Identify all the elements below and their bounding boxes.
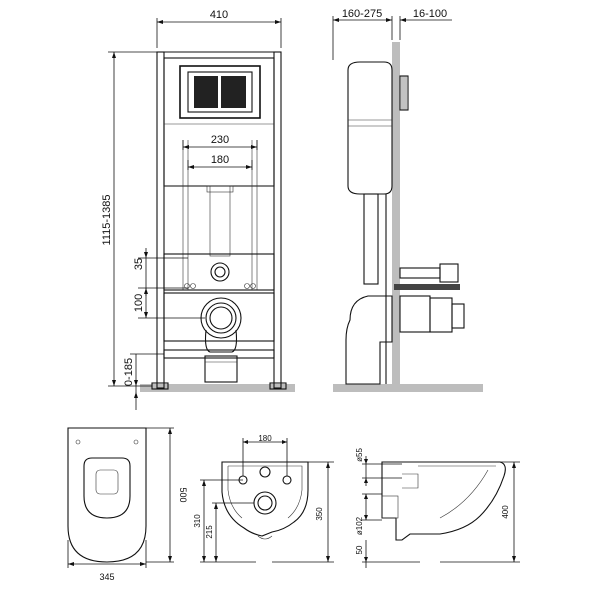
back-height-310-label: 310 xyxy=(193,514,202,528)
bowl-side-outline xyxy=(381,461,506,541)
side-dia-102-label: ø102 xyxy=(355,516,364,535)
bowl-width-label: 345 xyxy=(99,572,114,582)
flush-pipe xyxy=(209,185,231,257)
side-drain-connector xyxy=(399,295,431,333)
back-bolt-spacing-label: 180 xyxy=(258,434,272,443)
crossbar-bottom xyxy=(163,349,275,359)
side-cistern xyxy=(347,61,393,195)
back-inlet xyxy=(259,466,271,478)
bowl-water-surface xyxy=(95,469,119,495)
drain-middle xyxy=(205,302,237,334)
back-drain-inner xyxy=(257,495,273,511)
inlet-outer xyxy=(210,262,230,282)
flush-button-small xyxy=(221,76,246,108)
side-inlet-fitting xyxy=(439,263,459,283)
bowl-top-view: 345 500 xyxy=(67,427,188,582)
bowl-back-view: 180 310 215 350 xyxy=(193,434,334,563)
crossbar-upper xyxy=(163,253,275,291)
side-wall-label: 16-100 xyxy=(413,8,447,20)
floor-strip xyxy=(140,384,295,392)
offset-100-label: 100 xyxy=(133,294,145,312)
bowl-seat-opening xyxy=(83,457,131,519)
drain-elbow xyxy=(204,355,238,383)
side-view: 160-275 16-100 xyxy=(332,8,483,392)
offset-35-label: 35 xyxy=(133,258,145,270)
crossbar-lower xyxy=(163,292,275,342)
back-height-215-label: 215 xyxy=(205,525,214,539)
inner-width-label: 180 xyxy=(211,154,229,166)
side-depth-label: 160-275 xyxy=(342,8,382,20)
flush-button-large xyxy=(194,76,218,108)
frame-height-label: 1115-1385 xyxy=(101,195,113,246)
back-bolt-right xyxy=(282,475,292,485)
floor-offset-label: 0-185 xyxy=(123,358,135,386)
flush-plate xyxy=(179,65,261,119)
side-drain-end xyxy=(451,303,465,329)
side-drain-elbow xyxy=(345,295,393,385)
side-offset-50-label: 50 xyxy=(355,545,364,554)
side-inlet-pipe xyxy=(399,267,441,279)
plate-width-label: 230 xyxy=(211,134,229,146)
back-drain-outer xyxy=(253,491,277,515)
side-mounting-rod xyxy=(394,284,460,290)
frame-right-foot xyxy=(269,382,287,390)
front-width-label: 410 xyxy=(210,9,228,21)
back-height-350-label: 350 xyxy=(315,507,324,521)
side-drain-flange xyxy=(429,297,453,333)
flush-plate-inner xyxy=(187,71,253,113)
bowl-length-label: 500 xyxy=(178,487,188,502)
side-floor xyxy=(333,384,483,392)
bowl-top-outline xyxy=(67,427,147,563)
bowl-side-outlet xyxy=(381,495,399,519)
drain-inner xyxy=(209,306,233,330)
side-height-400-label: 400 xyxy=(501,505,510,519)
inlet-inner xyxy=(214,266,226,278)
front-view: 410 230 180 1115-1385 35 100 0 xyxy=(101,9,295,410)
side-flush-pipe xyxy=(363,193,379,285)
drain-outer xyxy=(200,297,242,339)
bowl-back-outline xyxy=(221,461,309,537)
frame-left-post xyxy=(156,51,165,389)
side-dia-55-label: ø55 xyxy=(355,448,364,462)
bowl-side-view: ø55 ø102 50 400 xyxy=(355,448,520,568)
side-wall xyxy=(392,42,400,388)
frame-right-post xyxy=(273,51,282,389)
